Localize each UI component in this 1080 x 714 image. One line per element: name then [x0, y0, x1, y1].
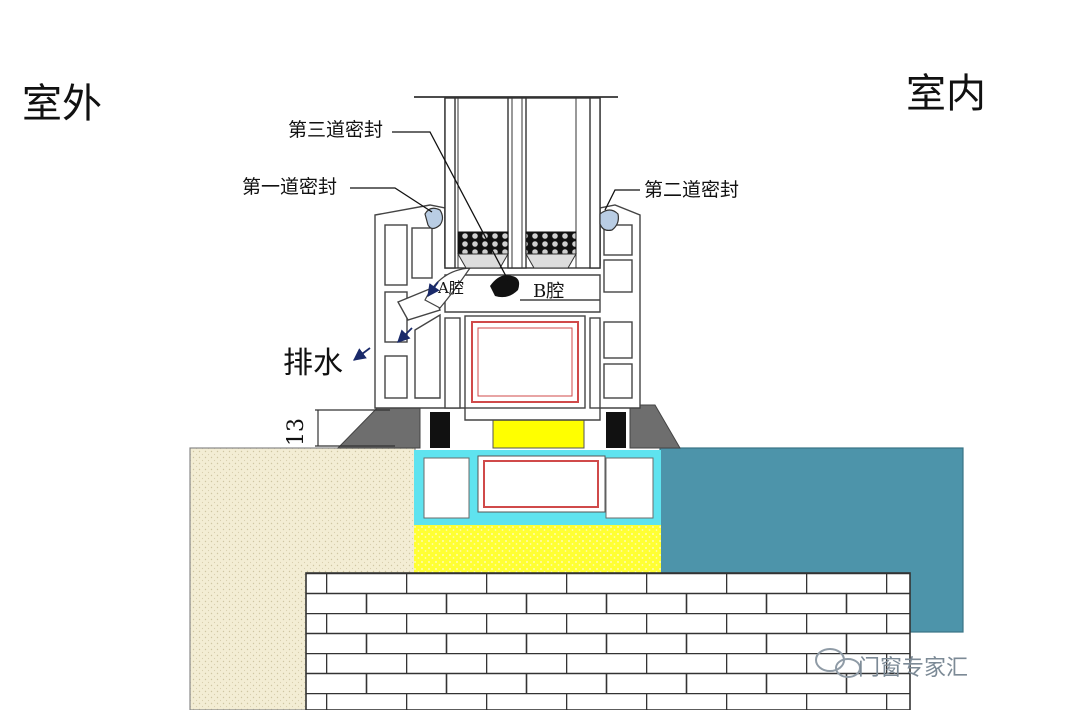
exterior-gasket: [336, 404, 421, 449]
bottom-seal-left: [430, 412, 450, 448]
foam-filler: [414, 525, 661, 573]
bottom-seal-right: [606, 412, 626, 448]
interior-gasket: [629, 404, 681, 449]
drainage-arrows: [352, 281, 440, 361]
second-seal-label: 第二道密封: [644, 179, 740, 201]
first-seal-label: 第一道密封: [242, 176, 338, 198]
dimension-marker: [315, 409, 395, 447]
second-seal-gasket: [599, 209, 619, 231]
cavity-a-label: A腔: [438, 279, 464, 297]
insulating-glass-unit: [414, 96, 618, 269]
desiccant-spacer-left: [457, 231, 509, 255]
sub-frame: [414, 450, 661, 525]
window-frame-profile: [374, 204, 641, 421]
cavity-b-label: B腔: [533, 281, 565, 302]
third-seal-label: 第三道密封: [288, 119, 384, 141]
watermark-logo-icon: [815, 648, 861, 678]
dimension-label: 13: [284, 418, 309, 446]
brick-wall: [305, 572, 911, 711]
first-seal-gasket: [424, 207, 444, 230]
leader-lines: [350, 131, 640, 281]
watermark-text: 门窗专家汇: [858, 656, 969, 681]
desiccant-spacer-right: [525, 231, 577, 255]
drainage-label: 排水: [283, 346, 343, 381]
outside-label: 室外: [22, 81, 102, 127]
third-seal: [490, 275, 520, 298]
inside-label: 室内: [906, 71, 986, 117]
